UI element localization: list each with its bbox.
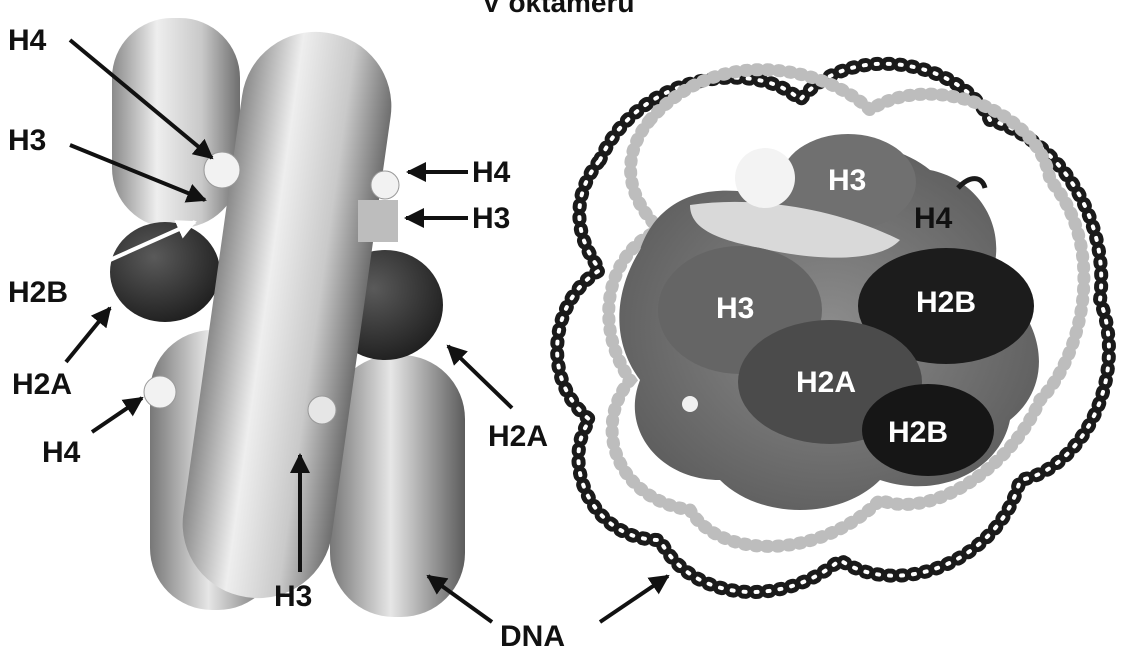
histone-bead-highlight bbox=[682, 396, 698, 412]
dna-tube-back bbox=[112, 18, 240, 228]
label-h3-left-top-view: H3 bbox=[716, 292, 754, 325]
figure-title: V oktameru bbox=[482, 0, 635, 18]
arrow-dna-right bbox=[600, 576, 668, 622]
label-h2a-left: H2A bbox=[12, 368, 72, 401]
label-h2a-top-view: H2A bbox=[796, 366, 856, 399]
nucleosome-top-view bbox=[557, 64, 1109, 592]
label-h3-right: H3 bbox=[472, 202, 510, 235]
histone-h3-right-block bbox=[358, 200, 398, 242]
label-h2a-right: H2A bbox=[488, 420, 548, 453]
histone-h4-bottom-globule bbox=[144, 376, 176, 408]
label-h4-bottom: H4 bbox=[42, 436, 81, 469]
arrow-h4-bottom bbox=[92, 398, 142, 432]
label-h3-top-view: H3 bbox=[828, 164, 866, 197]
histone-h3-bottom-globule bbox=[308, 396, 336, 424]
histone-white-globule bbox=[735, 148, 795, 208]
label-h2b: H2B bbox=[8, 276, 68, 309]
arrow-h2a-left bbox=[66, 308, 110, 362]
histone-h4-tail bbox=[958, 179, 985, 188]
dna-annotation: DNA bbox=[428, 576, 668, 653]
label-h3-top: H3 bbox=[8, 124, 46, 157]
label-h4-top-view: H4 bbox=[914, 202, 953, 235]
label-h3-bottom: H3 bbox=[274, 580, 312, 613]
label-h2b-top-view: H2B bbox=[916, 286, 976, 319]
label-h2b-bottom-top-view: H2B bbox=[888, 416, 948, 449]
label-dna: DNA bbox=[500, 620, 565, 653]
histone-h4-right-globule bbox=[371, 171, 399, 199]
nucleosome-side-view bbox=[110, 18, 465, 617]
label-h4-top: H4 bbox=[8, 24, 47, 57]
label-h4-right: H4 bbox=[472, 156, 511, 189]
